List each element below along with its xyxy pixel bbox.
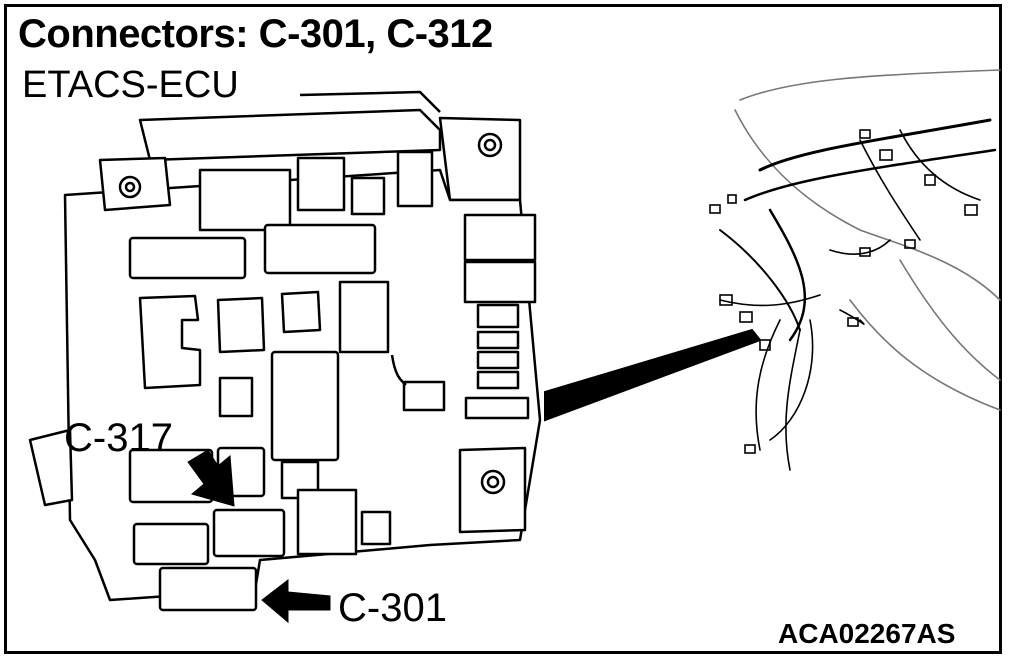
connector-c301 — [158, 566, 258, 612]
location-pointer — [544, 328, 762, 422]
arrow-c301 — [261, 578, 331, 624]
callout-label-c301: C-301 — [338, 586, 447, 630]
callout-arrows — [187, 449, 331, 624]
figure-frame — [4, 4, 1002, 654]
vehicle-harness-sketch — [709, 69, 1001, 471]
etacs-ecu-unit — [28, 90, 542, 612]
arrow-c317 — [187, 449, 235, 507]
figure-title: Connectors: C-301, C-312 — [18, 12, 493, 56]
callout-label-c317: C-317 — [64, 416, 173, 460]
connector-c317 — [212, 508, 286, 558]
figure-code: ACA02267AS — [778, 618, 956, 649]
component-label: ETACS-ECU — [22, 64, 239, 106]
